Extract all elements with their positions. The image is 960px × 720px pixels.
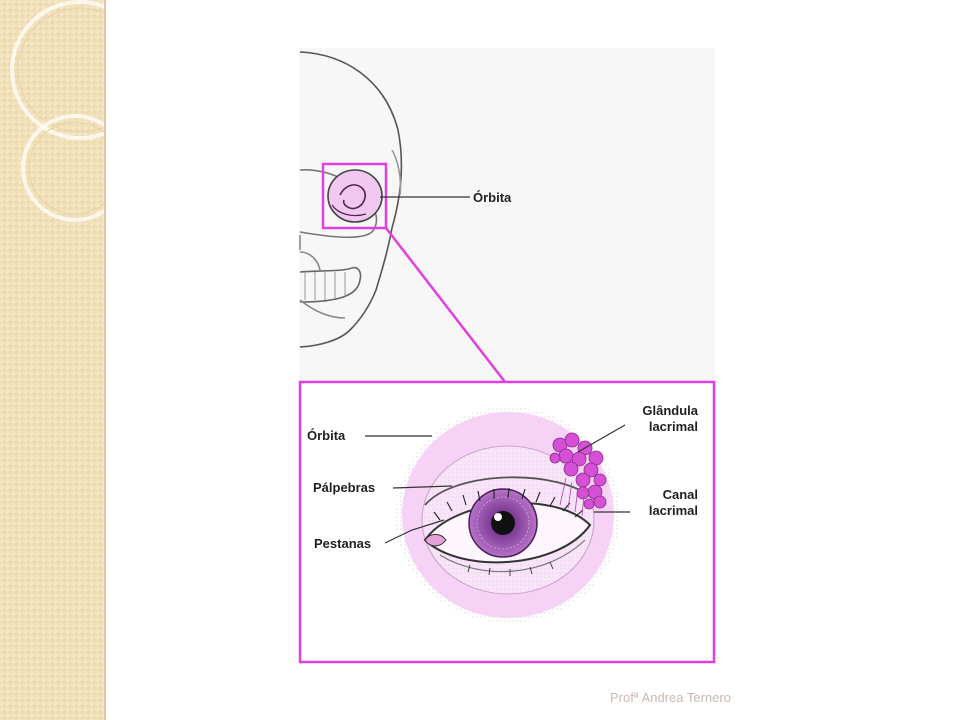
footer-author: Profª Andrea Ternero	[610, 690, 731, 705]
skull-illustration	[299, 51, 403, 348]
label-canal: Canal	[662, 487, 698, 502]
zoom-connector-line	[385, 227, 506, 383]
eye-illustration	[396, 407, 620, 623]
sidebar-edge	[104, 0, 106, 720]
decorative-sidebar	[0, 0, 105, 720]
label-glandula-lacrimal: lacrimal	[648, 419, 698, 434]
sidebar-circles-decoration	[10, 0, 105, 222]
label-canal-lacrimal: lacrimal	[648, 503, 698, 518]
label-orbita-eye: Órbita	[307, 428, 346, 443]
leader-lines	[365, 424, 630, 544]
skull-orbit	[327, 169, 383, 223]
label-glandula: Glândula	[642, 403, 698, 418]
label-orbita-skull: Órbita	[473, 190, 512, 205]
lacrimal-ducts	[559, 477, 585, 517]
orbit-highlight-box	[321, 162, 388, 230]
label-palpebras: Pálpebras	[313, 480, 376, 495]
label-pestanas: Pestanas	[314, 536, 372, 551]
